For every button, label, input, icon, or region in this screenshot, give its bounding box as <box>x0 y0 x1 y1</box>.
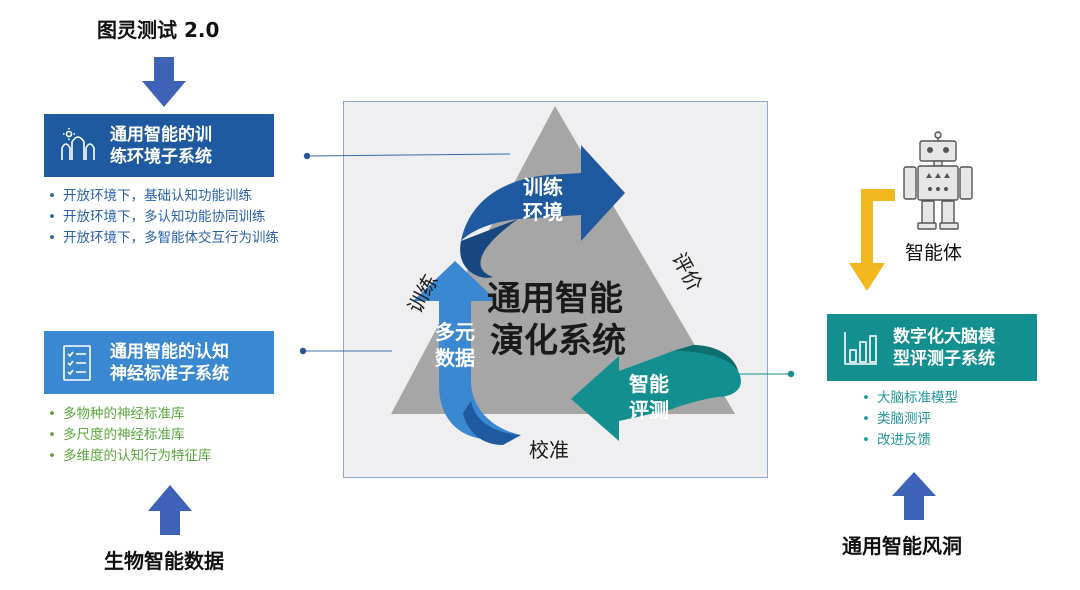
arrow-data-text-1: 多元 <box>435 320 475 344</box>
arrow-training-text-2: 环境 <box>523 200 563 224</box>
bio-data-title: 生物智能数据 <box>104 549 224 573</box>
training-env-arrow: 训练 环境 <box>460 145 625 278</box>
arrow-training-text-1: 训练 <box>523 175 563 199</box>
neuro-bullet-list: 多物种的神经标准库 多尺度的神经标准库 多维度的认知行为特征库 <box>48 404 212 467</box>
list-item: 开放环境下，多认知功能协同训练 <box>48 207 279 228</box>
label-evaluation-side: 评价 <box>667 248 707 295</box>
center-title-line2: 演化系统 <box>490 321 626 361</box>
neuro-standard-box: 通用智能的认知 神经标准子系统 <box>44 331 274 394</box>
mountain-icon <box>61 127 95 160</box>
label-calibration-side: 校准 <box>529 438 569 462</box>
list-item: 多维度的认知行为特征库 <box>48 446 212 467</box>
arrow-eval-text-1: 智能 <box>629 372 669 396</box>
list-item: 开放环境下，多智能体交互行为训练 <box>48 228 279 249</box>
arrow-data-text-2: 数据 <box>435 346 475 370</box>
intel-eval-arrow: 智能 评测 <box>571 345 741 441</box>
bar-chart-icon <box>844 331 877 365</box>
brain-box-line2: 型评测子系统 <box>893 348 995 369</box>
triangle-shape <box>391 106 735 414</box>
evolution-diagram: 训练 环境 多元 数据 智能 评测 通用智能 演化系统 训练 评价 校准 <box>391 106 741 462</box>
training-env-box: 通用智能的训 练环境子系统 <box>44 114 274 177</box>
list-item: 多尺度的神经标准库 <box>48 425 211 446</box>
agent-label: 智能体 <box>905 242 963 264</box>
neuro-box-line2: 神经标准子系统 <box>110 363 229 384</box>
brain-model-box: 数字化大脑模 型评测子系统 <box>827 314 1037 381</box>
list-item: 大脑标准模型 <box>862 388 958 409</box>
center-title-line1: 通用智能 <box>487 279 623 319</box>
multi-data-arrow: 多元 数据 <box>413 261 521 445</box>
turing-test-title: 图灵测试 2.0 <box>97 18 220 42</box>
neuro-box-line1: 通用智能的认知 <box>110 341 229 362</box>
list-item: 改进反馈 <box>862 430 958 451</box>
brain-box-line1: 数字化大脑模 <box>893 326 995 347</box>
training-box-line2: 练环境子系统 <box>110 146 212 167</box>
brain-bullet-list: 大脑标准模型 类脑测评 改进反馈 <box>862 388 958 451</box>
up-arrow-icon <box>892 472 936 520</box>
list-item: 开放环境下，基础认知功能训练 <box>48 186 279 207</box>
up-arrow-icon <box>148 485 192 535</box>
robot-icon <box>903 131 973 230</box>
down-arrow-icon <box>142 57 186 107</box>
wind-tunnel-title: 通用智能风洞 <box>842 534 962 558</box>
training-bullet-list: 开放环境下，基础认知功能训练 开放环境下，多认知功能协同训练 开放环境下，多智能… <box>48 186 279 249</box>
list-item: 类脑测评 <box>862 409 958 430</box>
gold-feedback-arrow <box>849 189 895 291</box>
arrow-eval-text-2: 评测 <box>629 398 669 422</box>
list-item: 多物种的神经标准库 <box>48 404 211 425</box>
checklist-icon <box>63 344 91 381</box>
training-box-line1: 通用智能的训 <box>110 124 212 145</box>
